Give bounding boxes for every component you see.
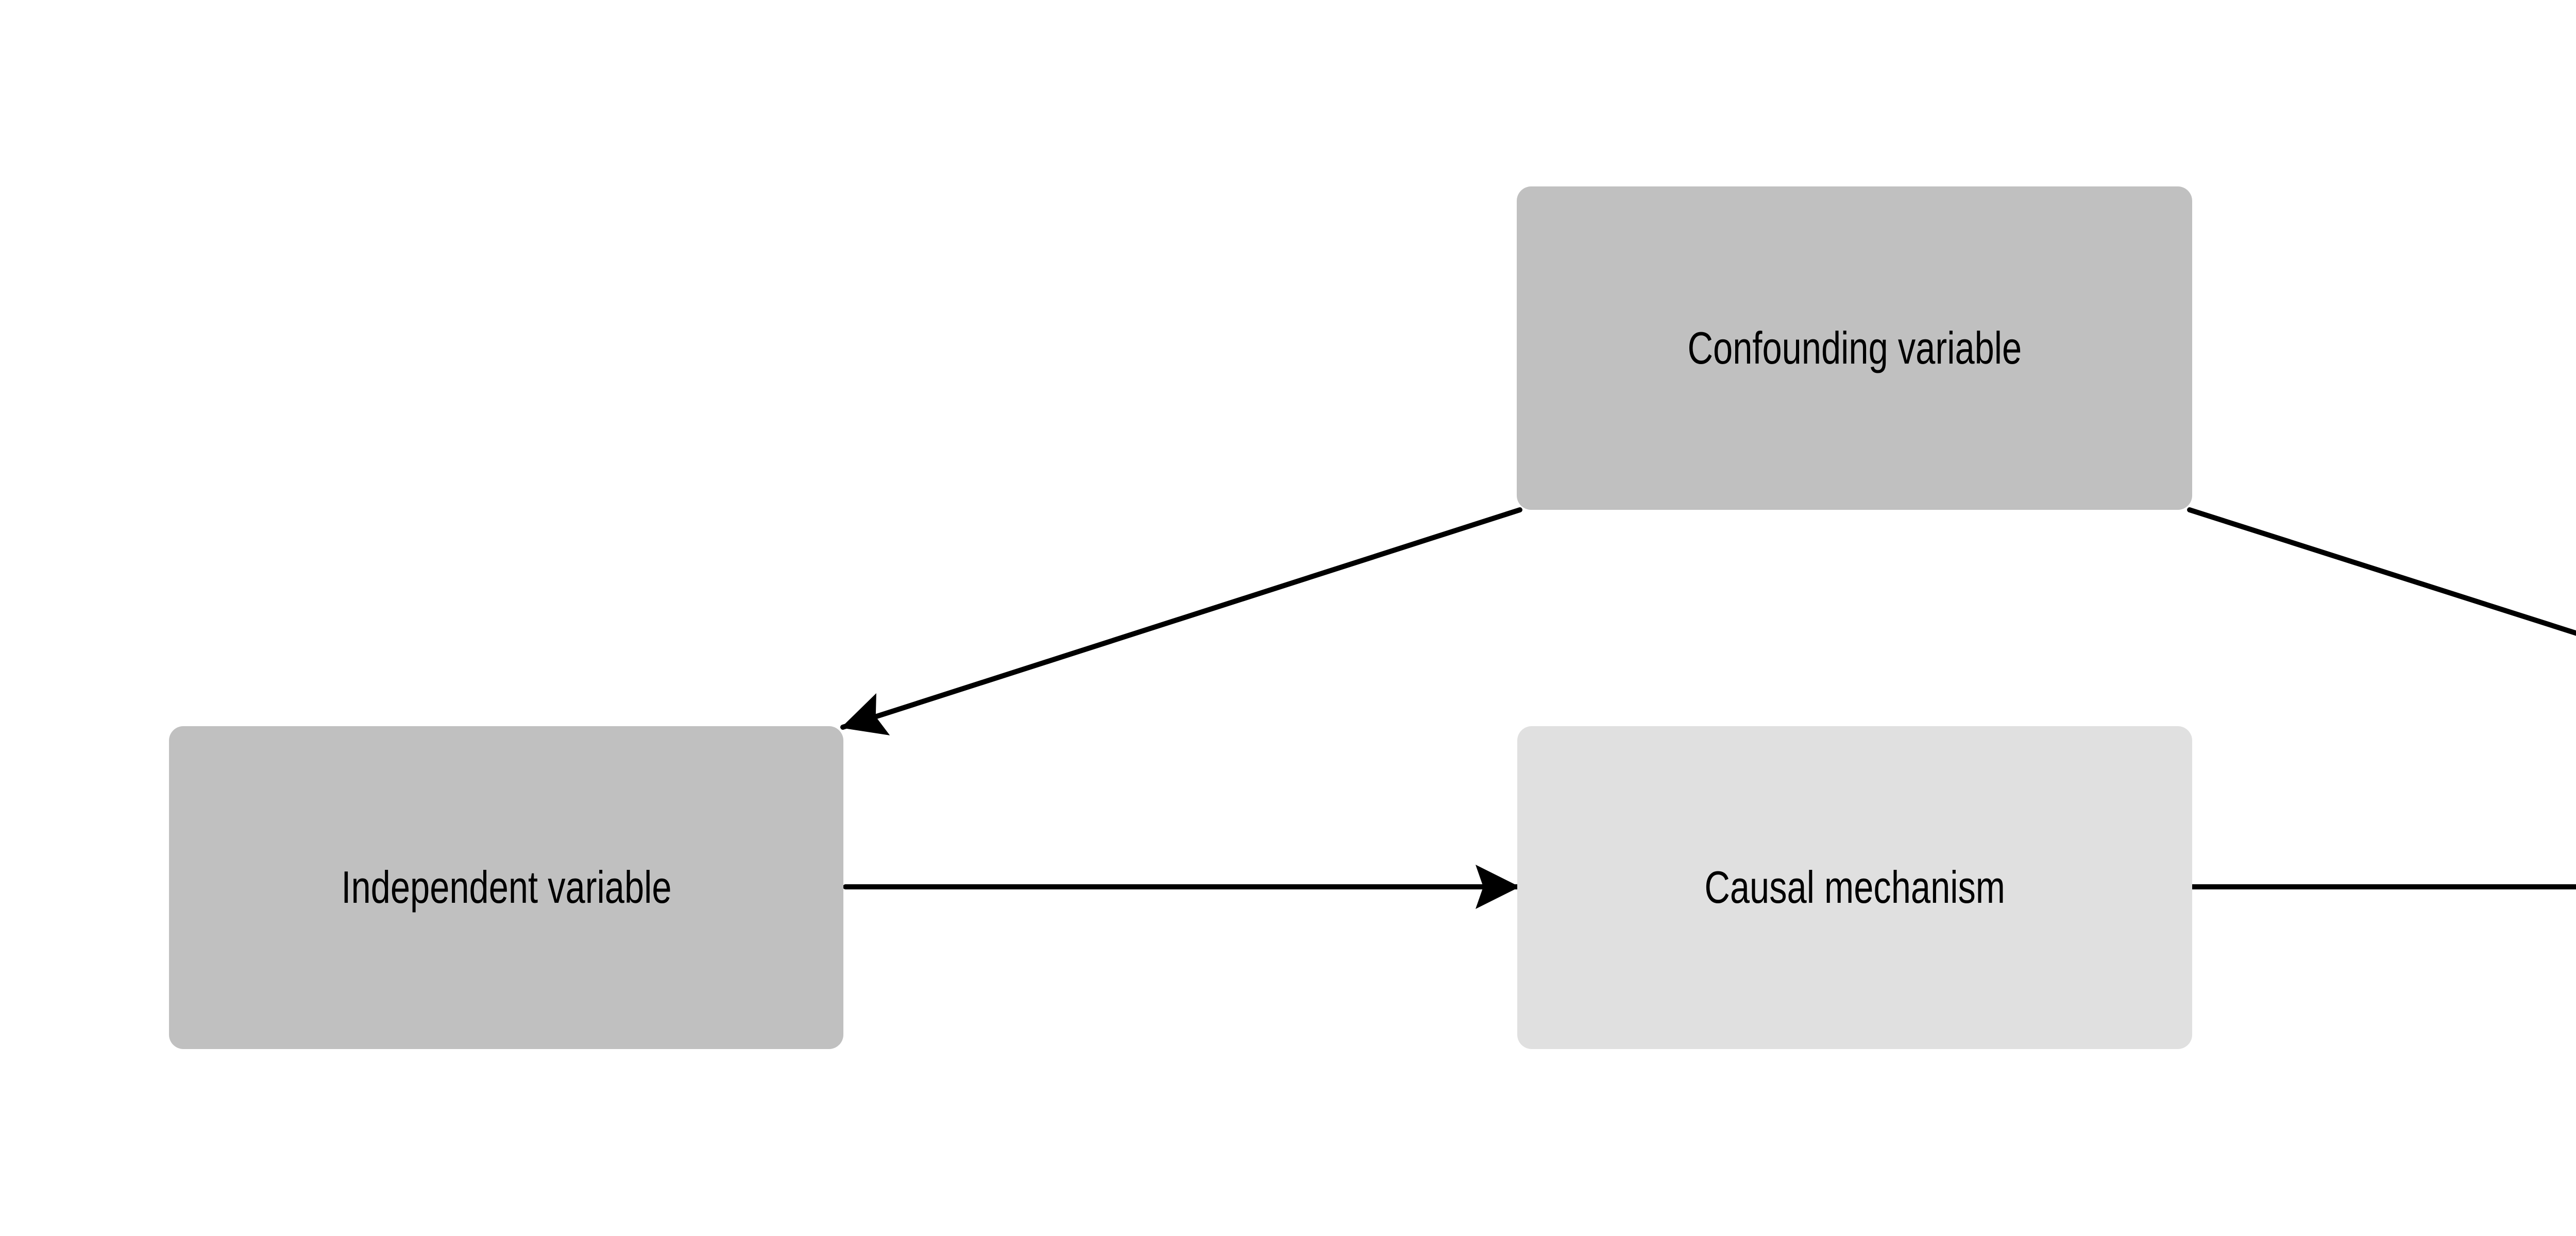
node-confounding-variable-label: Confounding variable [1687, 322, 2022, 373]
edge-confounding-to-independent [840, 507, 1522, 735]
node-causal-mechanism[interactable]: Causal mechanism [1517, 726, 2192, 1049]
node-causal-mechanism-label: Causal mechanism [1704, 862, 2005, 913]
node-confounding-variable[interactable]: Confounding variable [1517, 186, 2192, 510]
edge-confounding-to-dependent [2187, 507, 2576, 636]
node-independent-variable[interactable]: Independent variable [169, 726, 843, 1049]
node-independent-variable-label: Independent variable [341, 862, 672, 913]
